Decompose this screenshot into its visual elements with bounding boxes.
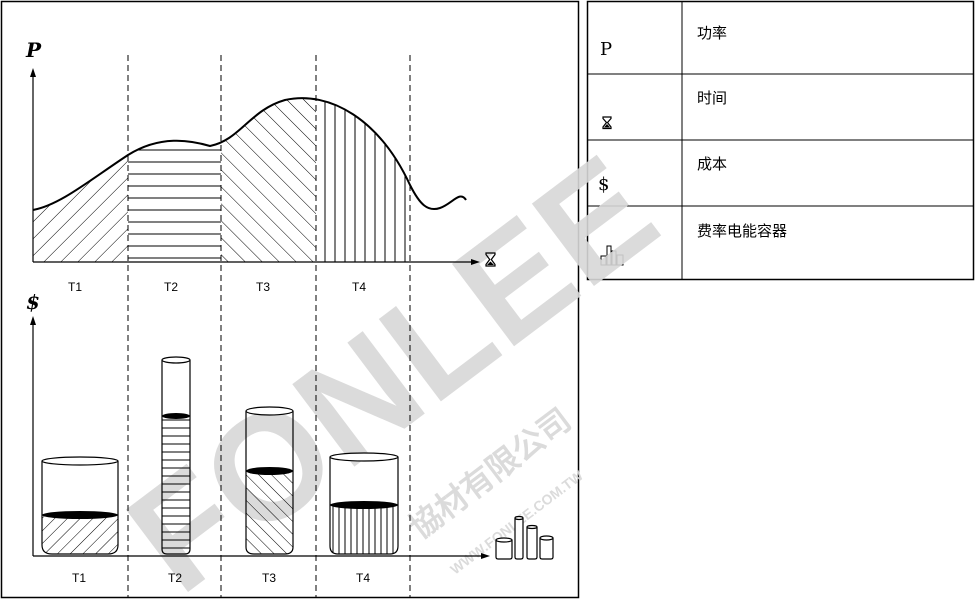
period-dividers: [127, 55, 411, 598]
diagram-frame: [0, 0, 580, 599]
period-label-t4-bottom: T4: [356, 571, 370, 585]
power-area-t3: [221, 98, 316, 262]
power-y-arrow: [30, 68, 36, 77]
period-label-t1-top: T1: [68, 280, 82, 294]
power-x-arrow: [471, 259, 480, 265]
legend-symbol-power: P: [600, 39, 612, 60]
cost-chart: $: [26, 290, 554, 585]
tariff-containers-icon: [495, 515, 554, 560]
period-label-t3-top: T3: [256, 280, 270, 294]
legend-table: P 功率 时间 $ 成本 费率电能容器: [586, 0, 975, 281]
cost-x-arrow: [481, 553, 490, 559]
tariff-containers-icon: [600, 245, 624, 266]
legend-text-power: 功率: [697, 24, 727, 42]
energy-container-t1: [41, 456, 119, 555]
energy-container-t4: [329, 452, 399, 555]
period-label-t2-bottom: T2: [168, 571, 182, 585]
period-label-t3-bottom: T3: [262, 571, 276, 585]
cost-y-arrow: [30, 316, 36, 325]
period-label-t4-top: T4: [352, 280, 366, 294]
legend-text-cost: 成本: [697, 155, 727, 173]
power-area-t1: [33, 98, 128, 262]
energy-container-t3: [245, 406, 294, 555]
hourglass-icon: [602, 116, 612, 130]
legend-symbol-cost: $: [598, 174, 609, 195]
period-label-t1-bottom: T1: [72, 571, 86, 585]
legend-text-time: 时间: [697, 89, 727, 107]
hourglass-icon: [485, 252, 496, 267]
cost-axis-label: $: [26, 290, 40, 314]
power-area-t2: [128, 98, 221, 262]
period-label-t2-top: T2: [164, 280, 178, 294]
power-axis-label: P: [25, 38, 42, 62]
legend-text-tariff-container: 费率电能容器: [697, 222, 787, 240]
energy-container-t2: [161, 356, 191, 555]
